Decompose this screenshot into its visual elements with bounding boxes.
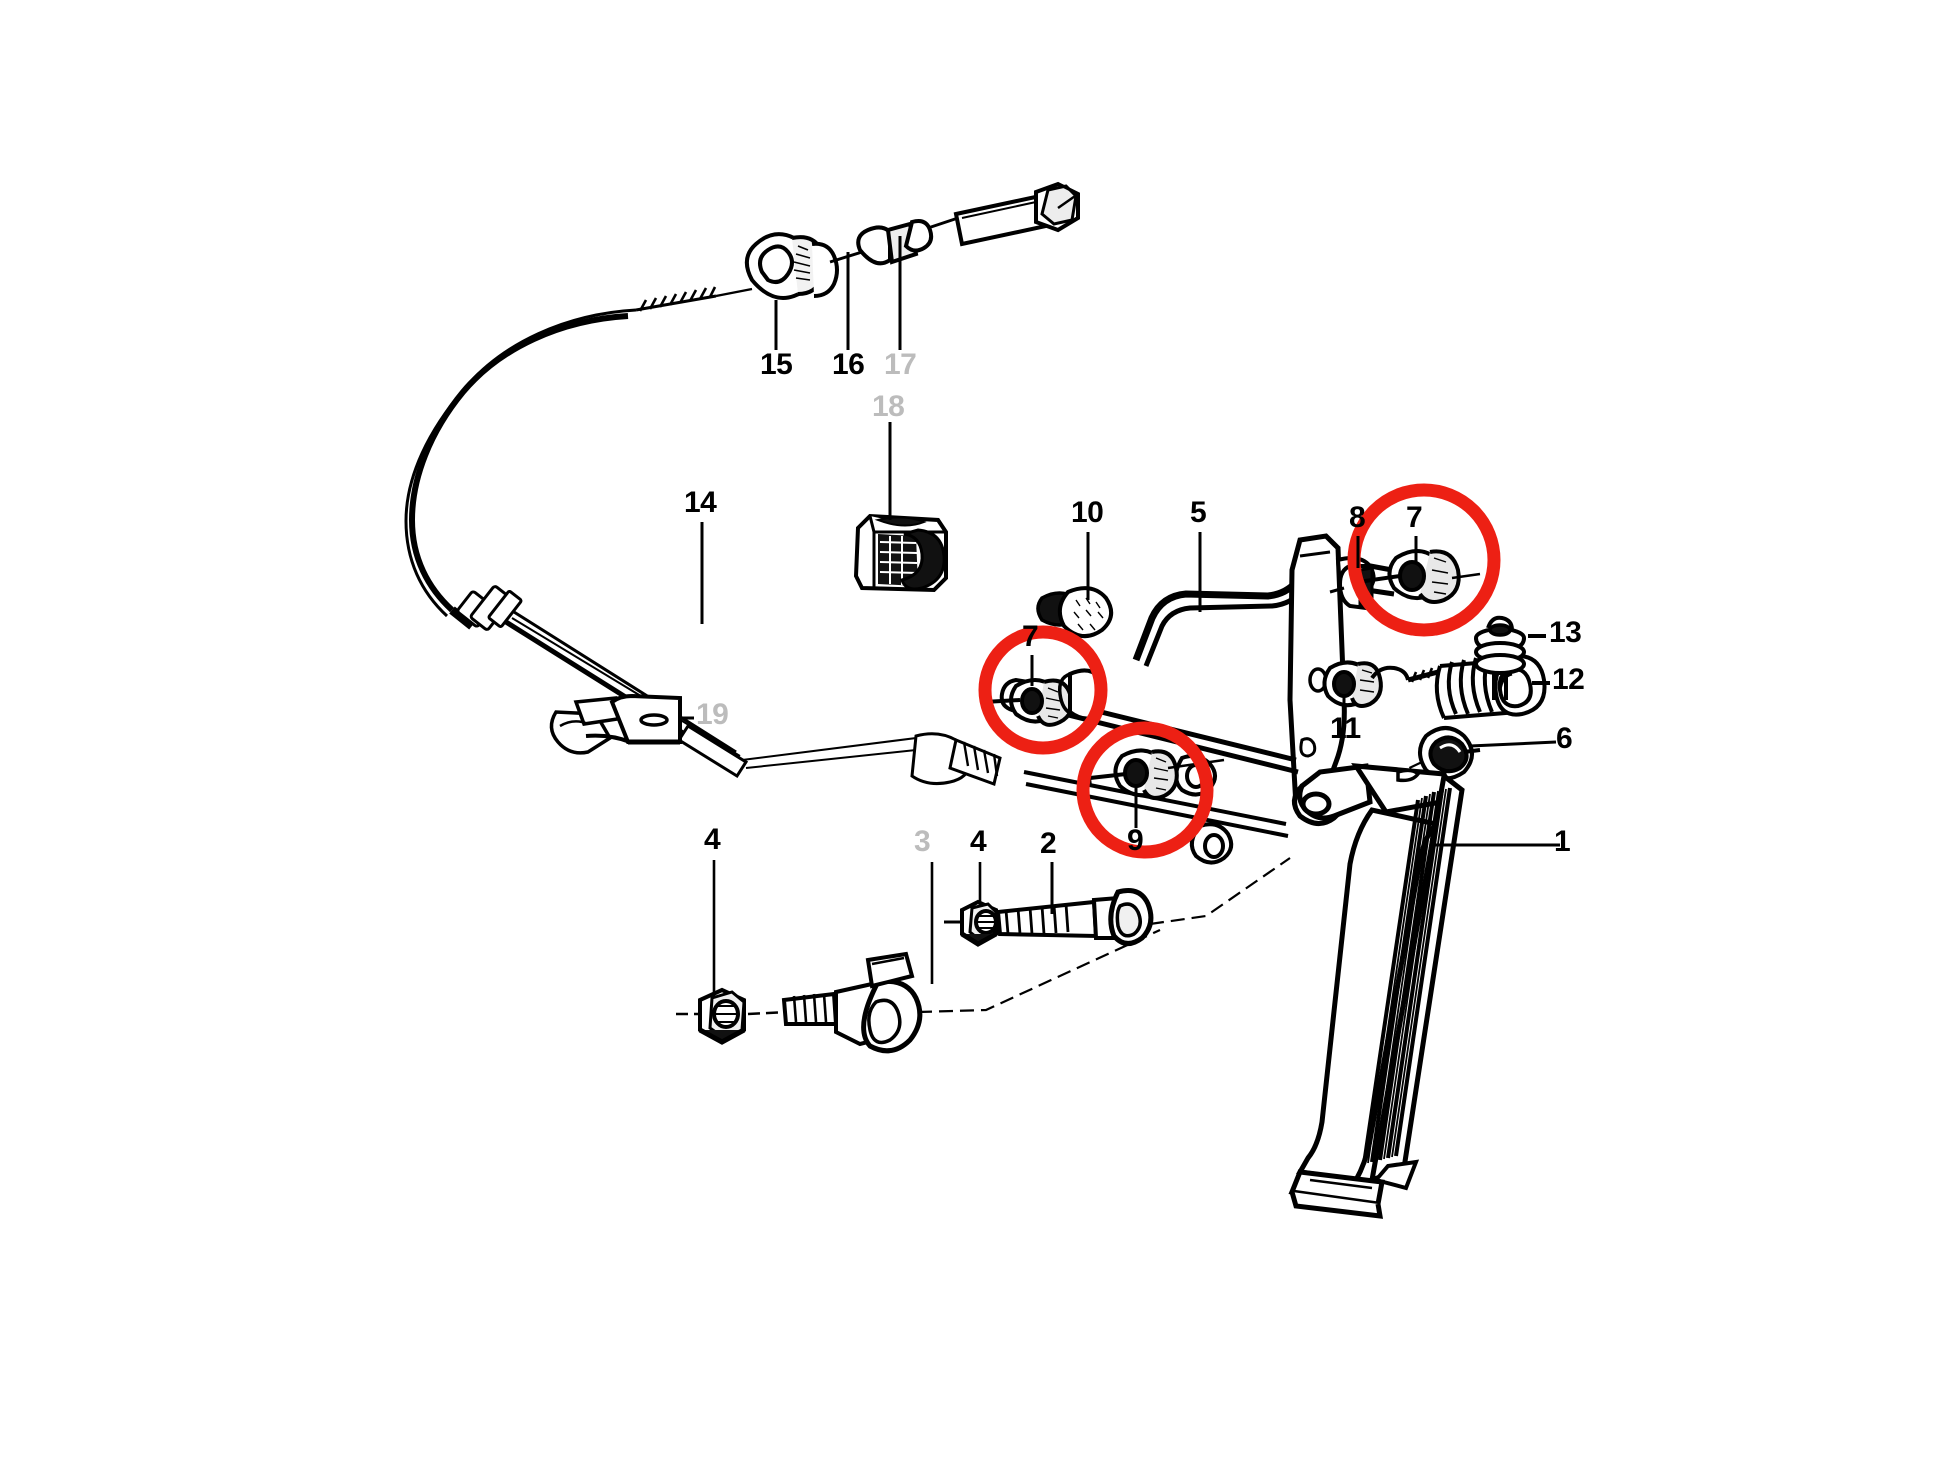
part-11-bushing [1322,660,1383,708]
callout-number-6: 6 [1556,722,1573,755]
callout-number-9: 9 [1127,824,1144,857]
part-16-cable-end-fitting [856,216,959,266]
callout-number-18: 18 [872,390,905,423]
part-15-cable-adjuster [744,232,863,300]
callout-number-13: 13 [1549,616,1582,649]
part-3-kickdown-switch [781,929,1161,1054]
callout-number-1: 1 [1554,825,1571,858]
part-13-spring-retainer [1474,615,1526,700]
callout-number-10: 10 [1071,496,1104,529]
part-18-cable-bracket [853,513,948,593]
callout-number-3: 3 [914,825,931,858]
callout-number-11: 11 [1330,712,1361,745]
callout-number-7-right: 7 [1406,501,1423,534]
part-2-hex-bolt [995,857,1291,946]
part-1-accelerator-pedal [1288,763,1465,1219]
part-14-throttle-cable [404,286,1002,786]
callout-number-7-left: 7 [1022,620,1039,653]
callout-number-12: 12 [1552,663,1585,696]
callout-number-17: 17 [884,348,917,381]
part-19-retaining-clip [549,693,682,755]
part-10-pivot-bushing [1036,586,1114,638]
part-5-mounting-bracket [999,533,1395,865]
callout-number-4-left: 4 [704,823,721,856]
callout-number-4-right: 4 [970,825,987,858]
part-4-hex-nut-right [944,899,998,947]
part-7-bushing-left [982,668,1103,727]
callout-number-2: 2 [1040,827,1057,860]
callout-leaders [680,236,1560,998]
highlight-circle-9 [1076,721,1214,859]
part-17-hex-bolt [953,181,1080,247]
highlight-circle-7-right [1347,483,1501,637]
callout-number-16: 16 [832,348,865,381]
callout-number-14: 14 [684,486,717,519]
callout-number-15: 15 [760,348,793,381]
part-6-retaining-washer [1329,726,1481,807]
highlight-circles [978,483,1501,859]
highlight-circle-7-left [978,625,1108,755]
part-4-hex-nut-left [676,987,789,1045]
callout-number-8: 8 [1349,501,1366,534]
part-7-bushing-right [1357,549,1481,604]
callout-number-19: 19 [696,698,729,731]
callout-number-5: 5 [1190,496,1207,529]
part-9-bushing [1086,748,1225,800]
